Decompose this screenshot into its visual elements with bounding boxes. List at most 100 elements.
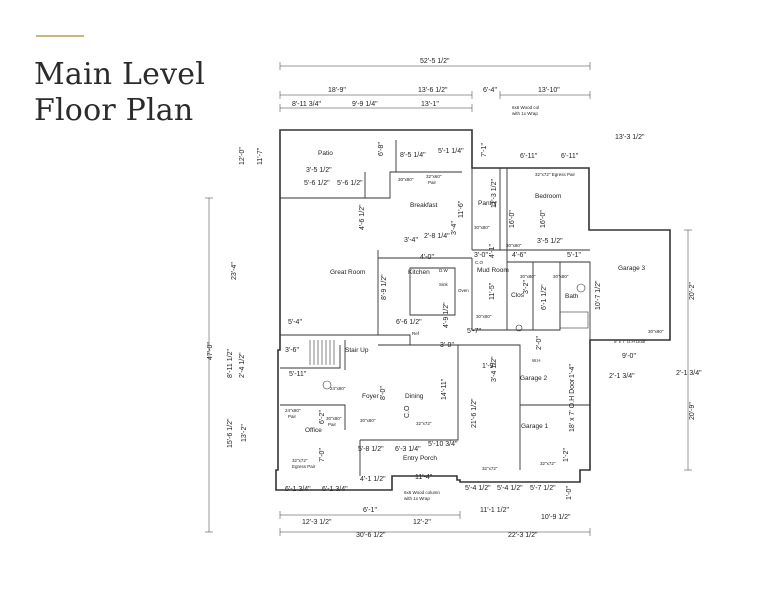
note: 32"x72"	[482, 466, 498, 471]
room-label-great-room: Great Room	[330, 269, 365, 276]
dim: 8'-9 1/2"	[381, 274, 388, 300]
room-label-office: Office	[305, 427, 322, 434]
note: 32"x72"	[416, 421, 432, 426]
dim: 5'-1 1/4"	[438, 148, 464, 155]
note: 30"x80"	[476, 314, 492, 319]
dim: 20'-2"	[689, 282, 696, 300]
dim: 3'-4"	[451, 221, 458, 235]
room-label-mud-room: Mud Room	[477, 267, 509, 274]
dim: 6'-8"	[378, 142, 385, 156]
note: 30"x80"	[553, 274, 569, 279]
dim: 23'-4"	[231, 262, 238, 280]
plan-notes: 6x6 Wood col with 1x Wrap 30"x80" 32"x60…	[285, 105, 664, 501]
dim: 3'-5 1/2"	[537, 238, 563, 245]
note: 30"x80"	[648, 329, 664, 334]
note: 30"x80"	[474, 225, 490, 230]
dim: 6'-1 3/4"	[285, 486, 311, 493]
page-title-line-1: Main Level	[34, 57, 206, 92]
dim: 4'-6 1/2"	[359, 204, 366, 230]
dim: 3'-0"	[474, 252, 488, 259]
dim: 12'-0"	[239, 147, 246, 165]
dim: 11'-5"	[489, 282, 496, 300]
room-label-bath: Bath	[565, 293, 579, 300]
note: 32"x60"	[426, 174, 442, 179]
dim: 1'-4"	[569, 364, 576, 378]
dim: 5'-11"	[289, 371, 307, 378]
dim: 3'-4 1/2"	[491, 356, 498, 382]
dim: 5'-7"	[467, 328, 481, 335]
dim: 7'-1"	[481, 143, 488, 157]
dim: 20'-9"	[689, 402, 696, 420]
note: with 1x Wrap	[404, 496, 430, 501]
note: 30"x80"	[506, 243, 522, 248]
accent-rule	[36, 35, 84, 37]
dim: 11'-7"	[257, 147, 264, 165]
dim: 13'-2"	[241, 424, 248, 442]
dim: 15'-6 1/2"	[227, 418, 234, 448]
dim: 6'-2"	[319, 410, 326, 424]
room-label-pantry: Pantry	[478, 200, 498, 207]
room-label-bedroom: Bedroom	[535, 193, 561, 200]
note: D.W	[439, 268, 449, 273]
dim-patio-width: 18'-9"	[328, 87, 346, 94]
room-label-garage-2: Garage 2	[520, 375, 547, 382]
dim: 5'-8 1/2"	[358, 446, 384, 453]
dim: 5'-1"	[567, 252, 581, 259]
dim: 5'-10 3/4"	[428, 441, 458, 448]
room-label-clos: Clos	[511, 292, 525, 299]
plan-walls	[275, 129, 671, 491]
dim: 11'-3 1/2"	[491, 178, 498, 208]
dim: 13'-3 1/2"	[615, 134, 645, 141]
dim: 4'-6"	[512, 252, 526, 259]
dim: 13'-1"	[421, 101, 439, 108]
plan-dimension-texts: 52'-5 1/2" 18'-9" 13'-6 1/2" 6'-4" 13'-1…	[285, 58, 702, 539]
note: 30"x80"	[398, 177, 414, 182]
dim: 30'-6 1/2"	[356, 532, 386, 539]
dim: 1'-0"	[566, 486, 573, 500]
toilet-fixture	[576, 283, 586, 293]
dim: 10'-9 1/2"	[541, 514, 571, 521]
note: Pair	[428, 180, 437, 185]
room-label-dining: Dining	[405, 393, 424, 400]
toilet-fixture	[322, 380, 332, 390]
dim: 5'-6 1/2"	[304, 180, 330, 187]
dim: 2'-0"	[536, 336, 543, 350]
dim: 6'-11"	[561, 153, 579, 160]
dim: 4'-1 1/2"	[360, 476, 386, 483]
dim: 5'-7 1/2"	[530, 485, 556, 492]
dim: 2'-1 3/4"	[676, 370, 702, 377]
dim: 4'-1"	[489, 244, 496, 258]
dim: 2'-4 1/2"	[239, 352, 246, 378]
dim: 4'-0"	[420, 254, 434, 261]
dim: 3'-5 1/2"	[306, 167, 332, 174]
dim-mid-width: 13'-6 1/2"	[418, 87, 448, 94]
note: 24"x80"	[285, 408, 301, 413]
note: W.H	[532, 358, 541, 363]
dim: 47'-0"	[207, 342, 214, 360]
room-label-stair-up: Stair Up	[345, 347, 369, 354]
note: 24"x80"	[330, 386, 346, 391]
plan-labels: Patio Breakfast Pantry Bedroom Great Roo…	[305, 150, 645, 462]
dim: 9'-9 1/4"	[352, 101, 378, 108]
plan-vertical-dimension-texts: 12'-0" 11'-7" 6'-8" 7'-1" 4'-6 1/2" 23'-…	[207, 142, 696, 500]
dim: 6'-3 1/4"	[395, 446, 421, 453]
dim: 8'-5 1/4"	[400, 152, 426, 159]
dim: 6'-11"	[520, 153, 538, 160]
tub-fixture	[559, 311, 589, 329]
dim: 2'-1 3/4"	[609, 373, 635, 380]
dim: 6'-1 3/4"	[322, 486, 348, 493]
dim: 5'-4 1/2"	[465, 485, 491, 492]
water-heater-fixture	[515, 324, 523, 332]
dim: 4'-9 1/2"	[443, 302, 450, 328]
dim: 6'-6 1/2"	[396, 319, 422, 326]
room-label-entry-porch: Entry Porch	[403, 455, 437, 462]
note: 30"x80"	[520, 274, 536, 279]
note: Pair	[328, 422, 337, 427]
dim: 5'-4 1/2"	[497, 485, 523, 492]
dim: 12'-3 1/2"	[302, 519, 332, 526]
dim: 5'-4"	[288, 319, 302, 326]
dim: 16'-0"	[509, 210, 516, 228]
dim-overall-top: 52'-5 1/2"	[420, 58, 450, 65]
dim: 11'-6"	[458, 200, 465, 218]
